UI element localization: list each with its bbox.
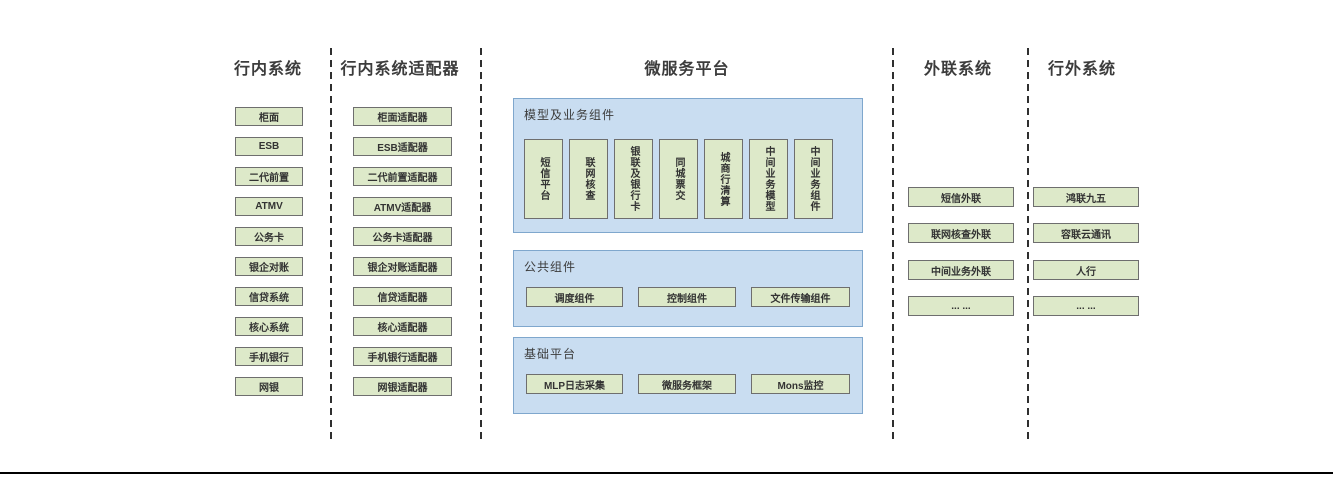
internal-system-node: ESB [235, 137, 303, 156]
outreach-node: 短信外联 [908, 187, 1014, 207]
external-node: ... ... [1033, 296, 1139, 316]
internal-system-node: 信贷系统 [235, 287, 303, 306]
adapter-node: 柜面适配器 [353, 107, 452, 126]
column-header-internal-adapters: 行内系统适配器 [340, 61, 460, 78]
model-component-node: 短信平台 [524, 139, 563, 219]
column-header-outreach-systems: 外联系统 [923, 61, 992, 78]
adapter-node: 手机银行适配器 [353, 347, 452, 366]
column-divider [892, 48, 894, 443]
common-component-node: 控制组件 [638, 287, 736, 307]
model-component-node: 银联及银行卡 [614, 139, 653, 219]
adapter-node: 信贷适配器 [353, 287, 452, 306]
internal-system-node: 核心系统 [235, 317, 303, 336]
panel-common-components: 公共组件 调度组件 控制组件 文件传输组件 [513, 250, 863, 327]
outreach-node: 联网核查外联 [908, 223, 1014, 243]
internal-system-node: 公务卡 [235, 227, 303, 246]
external-node: 容联云通讯 [1033, 223, 1139, 243]
model-component-node: 中间业务模型 [749, 139, 788, 219]
panel-base-platform: 基础平台 MLP日志采集 微服务框架 Mons监控 [513, 337, 863, 414]
column-header-microservice-platform: 微服务平台 [644, 61, 730, 78]
adapter-node: 银企对账适配器 [353, 257, 452, 276]
model-component-node: 城商行清算 [704, 139, 743, 219]
external-node: 人行 [1033, 260, 1139, 280]
internal-system-node: 银企对账 [235, 257, 303, 276]
column-divider [480, 48, 482, 443]
adapter-node: 核心适配器 [353, 317, 452, 336]
column-header-internal-systems: 行内系统 [233, 61, 302, 78]
base-platform-node: 微服务框架 [638, 374, 736, 394]
internal-system-node: 网银 [235, 377, 303, 396]
external-node: 鸿联九五 [1033, 187, 1139, 207]
model-component-node: 联网核查 [569, 139, 608, 219]
base-platform-node: MLP日志采集 [526, 374, 623, 394]
column-divider [330, 48, 332, 443]
model-component-node: 同城票交 [659, 139, 698, 219]
internal-system-node: 手机银行 [235, 347, 303, 366]
panel-model-components: 模型及业务组件 短信平台 联网核查 银联及银行卡 同城票交 城商行清算 中间业务… [513, 98, 863, 233]
internal-system-node: ATMV [235, 197, 303, 216]
model-component-node: 中间业务组件 [794, 139, 833, 219]
panel-base-platform-label: 基础平台 [524, 347, 577, 361]
adapter-node: ATMV适配器 [353, 197, 452, 216]
bottom-rule [0, 472, 1333, 474]
adapter-node: 公务卡适配器 [353, 227, 452, 246]
outreach-node: 中间业务外联 [908, 260, 1014, 280]
internal-system-node: 二代前置 [235, 167, 303, 186]
panel-common-components-label: 公共组件 [524, 260, 577, 274]
internal-system-node: 柜面 [235, 107, 303, 126]
adapter-node: 网银适配器 [353, 377, 452, 396]
adapter-node: 二代前置适配器 [353, 167, 452, 186]
outreach-node: ... ... [908, 296, 1014, 316]
adapter-node: ESB适配器 [353, 137, 452, 156]
base-platform-node: Mons监控 [751, 374, 850, 394]
column-header-external-systems: 行外系统 [1047, 61, 1116, 78]
common-component-node: 文件传输组件 [751, 287, 850, 307]
panel-model-components-label: 模型及业务组件 [524, 108, 616, 122]
common-component-node: 调度组件 [526, 287, 623, 307]
column-divider [1027, 48, 1029, 443]
